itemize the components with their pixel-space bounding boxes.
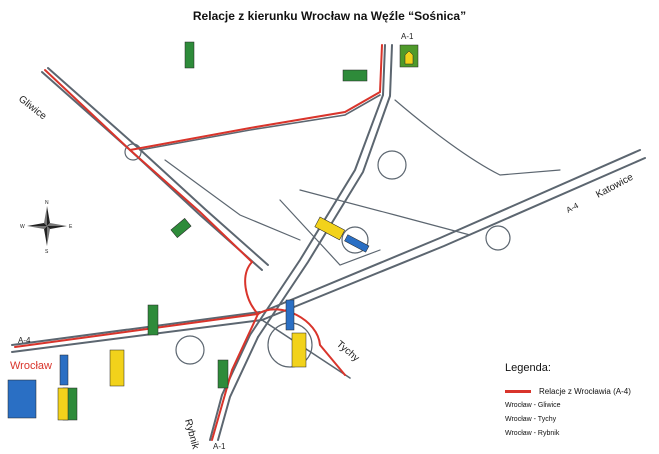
loop-center — [341, 226, 369, 254]
sign-yellow-center — [314, 216, 346, 241]
sign-yellow-west — [109, 349, 125, 387]
legend-item-label: Wrocław - Gliwice — [505, 401, 561, 409]
road-a4-west-2 — [11, 319, 263, 353]
road-a1-south — [209, 334, 251, 441]
sign-green-south — [217, 359, 229, 389]
label-katowice: Katowice — [594, 172, 635, 201]
label-a4-east: A-4 — [565, 201, 581, 215]
direction-signs — [7, 41, 419, 421]
legend-item-routes: Relacje z Wrocławia (A-4) — [505, 384, 655, 398]
label-a1-north: A-1 — [401, 32, 414, 41]
label-a4-west: A-4 — [18, 336, 31, 345]
ramp-2 — [299, 189, 471, 236]
sign-blue-center — [344, 234, 370, 253]
ramp-3 — [279, 199, 381, 266]
compass-n: N — [45, 200, 49, 206]
sign-green-north — [184, 41, 195, 69]
road-a1-south-2 — [217, 336, 259, 441]
sign-green-mid — [170, 218, 192, 238]
compass-s: S — [45, 249, 49, 255]
loop-east — [485, 225, 511, 251]
sign-blue-small — [59, 354, 69, 386]
label-wroclaw: Wrocław — [10, 360, 52, 372]
road-gliwice-2 — [47, 67, 269, 266]
road-network — [11, 44, 646, 441]
loop-ne — [377, 150, 407, 180]
road-link-north — [139, 94, 381, 151]
road-a1-north — [249, 44, 386, 336]
loop-sw — [175, 335, 205, 365]
legend-item-tychy: Wrocław - Tychy — [505, 412, 655, 426]
sign-yellow-south — [291, 332, 307, 368]
road-a1-north-2 — [257, 44, 393, 338]
route-wroclaw-gliwice — [44, 69, 259, 315]
route-wroclaw-a4 — [14, 313, 259, 348]
label-rybnik: Rybnik — [182, 418, 201, 451]
legend-title: Legenda: — [505, 362, 551, 374]
ramp-4 — [164, 159, 301, 241]
compass-w: W — [20, 224, 25, 230]
route-wroclaw-tychy — [257, 308, 346, 376]
sign-a1-building-icon — [404, 50, 414, 65]
diagram-title: Relacje z kierunku Wrocław na Węźle “Soś… — [192, 9, 467, 23]
compass-e: E — [69, 224, 73, 230]
legend: Legenda: Relacje z Wrocławia (A-4) Wrocł… — [505, 362, 655, 440]
cloverleaf-loops — [124, 143, 511, 368]
compass-rose-icon: N S E W — [20, 200, 73, 255]
ramp-1 — [394, 99, 561, 176]
routes-from-wroclaw — [14, 44, 383, 441]
sign-yellow-sw — [57, 387, 69, 421]
road-a4-east-2 — [261, 157, 646, 321]
legend-item-label: Wrocław - Rybnik — [505, 429, 560, 437]
sign-blue-south — [285, 299, 295, 331]
sign-green-top — [342, 69, 368, 82]
legend-item-gliwice: Wrocław - Gliwice — [505, 398, 655, 412]
sign-blue-left — [7, 379, 37, 419]
label-a1-south: A-1 — [213, 442, 226, 451]
legend-item-rybnik: Wrocław - Rybnik — [505, 426, 655, 440]
route-wroclaw-a1-north — [129, 44, 383, 151]
loop-gliwice — [124, 143, 142, 161]
route-wroclaw-rybnik — [211, 313, 259, 441]
label-gliwice: Gliwice — [16, 94, 49, 123]
road-a4-west — [11, 311, 261, 346]
road-a4-east — [261, 149, 641, 313]
label-tychy: Tychy — [334, 339, 361, 364]
sign-green-west — [147, 304, 159, 336]
legend-item-label: Wrocław - Tychy — [505, 415, 557, 423]
legend-item-label: Relacje z Wrocławia (A-4) — [539, 386, 631, 396]
legend-red-swatch — [505, 389, 531, 393]
